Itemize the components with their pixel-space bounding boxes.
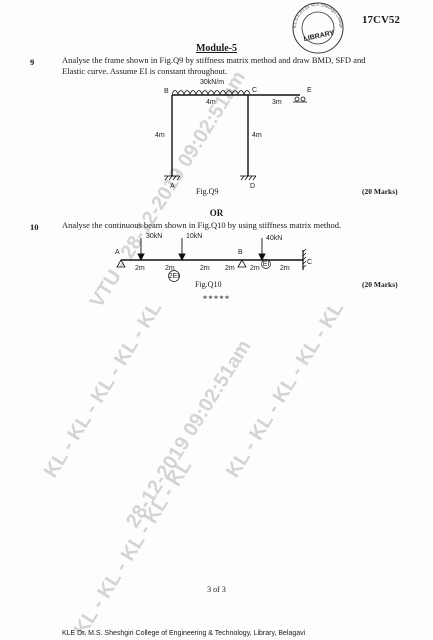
watermark-kl-3: KL - KL - KL - KL - KL [70, 455, 197, 640]
annotation-ei: EI [263, 261, 270, 268]
end-marks: ***** [202, 294, 231, 304]
course-code: 17CV52 [362, 14, 400, 26]
watermark-vtu: VTU - 28-12-2019 09:02:51am [86, 67, 251, 312]
watermark-date: 28-12-2019 09:02:51am [122, 336, 256, 532]
segment-3-label: 2m [200, 265, 210, 272]
or-separator: OR [209, 208, 224, 218]
span-ce-label: 3m [272, 99, 282, 106]
watermark-kl-1: KL - KL - KL - KL - KL [40, 297, 167, 482]
segment-1-label: 2m [135, 265, 145, 272]
question-10-number: 10 [30, 222, 39, 232]
stamp-text: LIBRARY [303, 30, 335, 43]
question-10-text: Analyse the continuous beam shown in Fig… [62, 220, 342, 230]
question-9-line-2: Elastic curve. Assume EI is constant thr… [62, 66, 228, 76]
node-d: D [250, 183, 255, 190]
question-9-marks: (20 Marks) [362, 187, 398, 196]
library-footer: KLE Dr. M.S. Sheshgiri College of Engine… [62, 630, 306, 637]
roller-support-e [293, 96, 307, 103]
question-10-marks: (20 Marks) [362, 280, 398, 289]
stamp-ring-text: B.L.D.E.A's Dr. M.S. Sheshgiri College o… [0, 0, 344, 29]
node-c: C [252, 87, 257, 94]
segment-2-label: 2m [165, 265, 175, 272]
question-9-line-1: Analyse the frame shown in Fig.Q9 by sti… [62, 55, 366, 65]
watermark-kl-2: KL - KL - KL - KL - KL [222, 297, 349, 482]
stamp-inner-ring [301, 11, 335, 45]
height-left-label: 4m [155, 132, 165, 139]
height-right-label: 4m [252, 132, 262, 139]
module-title: Module-5 [195, 43, 238, 54]
page-number: 3 of 3 [207, 585, 226, 594]
question-9-number: 9 [30, 57, 35, 67]
node-c-q10: C [307, 259, 312, 266]
node-e: E [307, 87, 312, 94]
support-b [237, 259, 247, 268]
node-b: B [164, 88, 169, 95]
annotation-2ei: 2EI [169, 273, 180, 280]
figure-q9-label: Fig.Q9 [196, 187, 219, 196]
annotation-circle-2ei [168, 270, 180, 282]
load-label-10kn: 10kN [186, 233, 202, 240]
annotation-circle-ei [261, 259, 271, 269]
fixed-support-d [240, 175, 257, 181]
node-b-q10: B [238, 249, 243, 256]
segment-6-label: 2m [280, 265, 290, 272]
figure-q10-label: Fig.Q10 [195, 280, 222, 289]
segment-5-label: 2m [250, 265, 260, 272]
load-label-40kn: 40kN [266, 235, 282, 242]
question-9-text: Analyse the frame shown in Fig.Q9 by sti… [62, 55, 417, 77]
segment-4-label: 2m [225, 265, 235, 272]
